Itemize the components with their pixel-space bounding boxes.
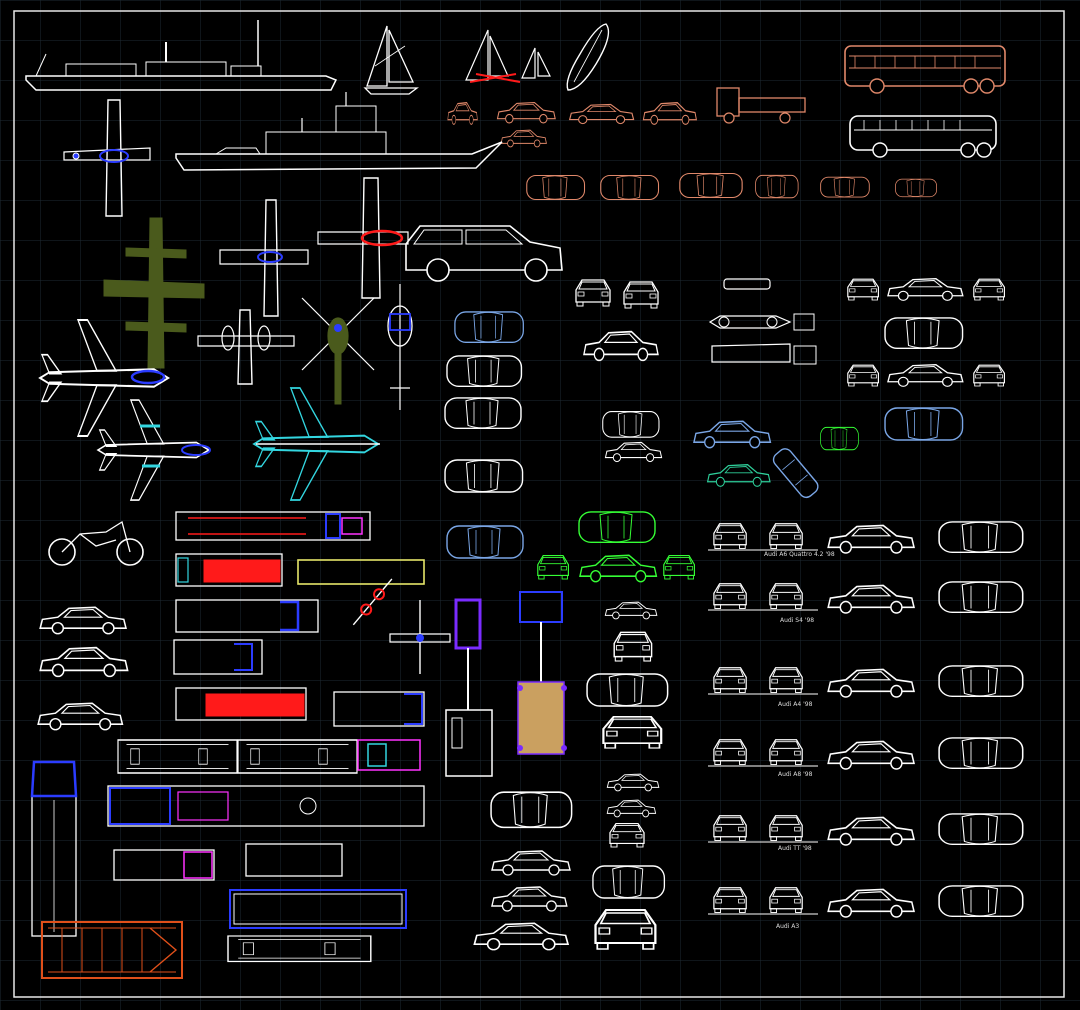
truck-cab-plan-icon[interactable]: [113, 849, 215, 881]
audi-label-1: Audi A6 Quattro 4.2 '98: [764, 551, 835, 558]
truck-front-icon[interactable]: [30, 760, 78, 937]
yellow-bus-plan-icon[interactable]: [297, 559, 425, 585]
white-bus-icon[interactable]: [849, 115, 997, 158]
audi-label-2: Audi S4 '98: [780, 617, 814, 624]
cargo-plane-icon[interactable]: [103, 217, 205, 369]
blue-car-rotated-icon[interactable]: [771, 446, 821, 500]
sailboat-icon[interactable]: [363, 25, 419, 95]
truck-trailer-plan-icon[interactable]: [107, 785, 425, 827]
drawing-border: [13, 10, 1065, 998]
bicycle-icon[interactable]: [349, 576, 395, 628]
bus-plan-icon[interactable]: [175, 511, 371, 541]
small-plane-icon[interactable]: [389, 600, 451, 674]
audi-label-5: Audi TT '98: [778, 845, 812, 852]
mobile-crane-tan-icon[interactable]: [517, 591, 567, 755]
suv-icon[interactable]: [405, 225, 563, 282]
bus-blue-nose-icon[interactable]: [175, 599, 319, 633]
red-plane-icon[interactable]: [317, 177, 409, 299]
bus-red-icon[interactable]: [175, 687, 307, 721]
flatbed-truck-icon[interactable]: [716, 87, 806, 124]
audi-label-6: Audi A3: [776, 923, 799, 930]
mobile-crane-icon[interactable]: [445, 598, 493, 777]
bus-red-icon[interactable]: [175, 553, 283, 587]
sailboats-group-icon[interactable]: [465, 29, 551, 83]
audi-label-3: Audi A4 '98: [778, 701, 813, 708]
magenta-vehicle-icon[interactable]: [357, 739, 421, 771]
surfboard-icon[interactable]: [566, 23, 610, 91]
bus-plan-icon[interactable]: [333, 691, 425, 727]
formula-car-icon[interactable]: [708, 313, 817, 365]
coach-plan-blue-icon[interactable]: [229, 889, 407, 929]
formula-car-top-icon[interactable]: [723, 278, 771, 290]
propeller-plane-icon[interactable]: [219, 199, 309, 317]
helicopter-icon[interactable]: [301, 297, 375, 405]
helicopter-white-icon[interactable]: [387, 284, 413, 410]
small-plane-icon[interactable]: [63, 99, 151, 217]
coach-bus-icon[interactable]: [844, 45, 1006, 94]
audi-rows: [708, 521, 1024, 918]
twin-engine-plane-icon[interactable]: [197, 309, 295, 385]
orange-truck-icon[interactable]: [41, 921, 183, 979]
cargo-ship-icon[interactable]: [25, 20, 338, 91]
motorcycle-icon[interactable]: [48, 520, 144, 566]
bus-plan-icon[interactable]: [173, 639, 263, 675]
warship-icon[interactable]: [175, 92, 503, 171]
truck-cab-plan-icon[interactable]: [245, 843, 343, 877]
audi-label-4: Audi A8 '98: [778, 771, 813, 778]
